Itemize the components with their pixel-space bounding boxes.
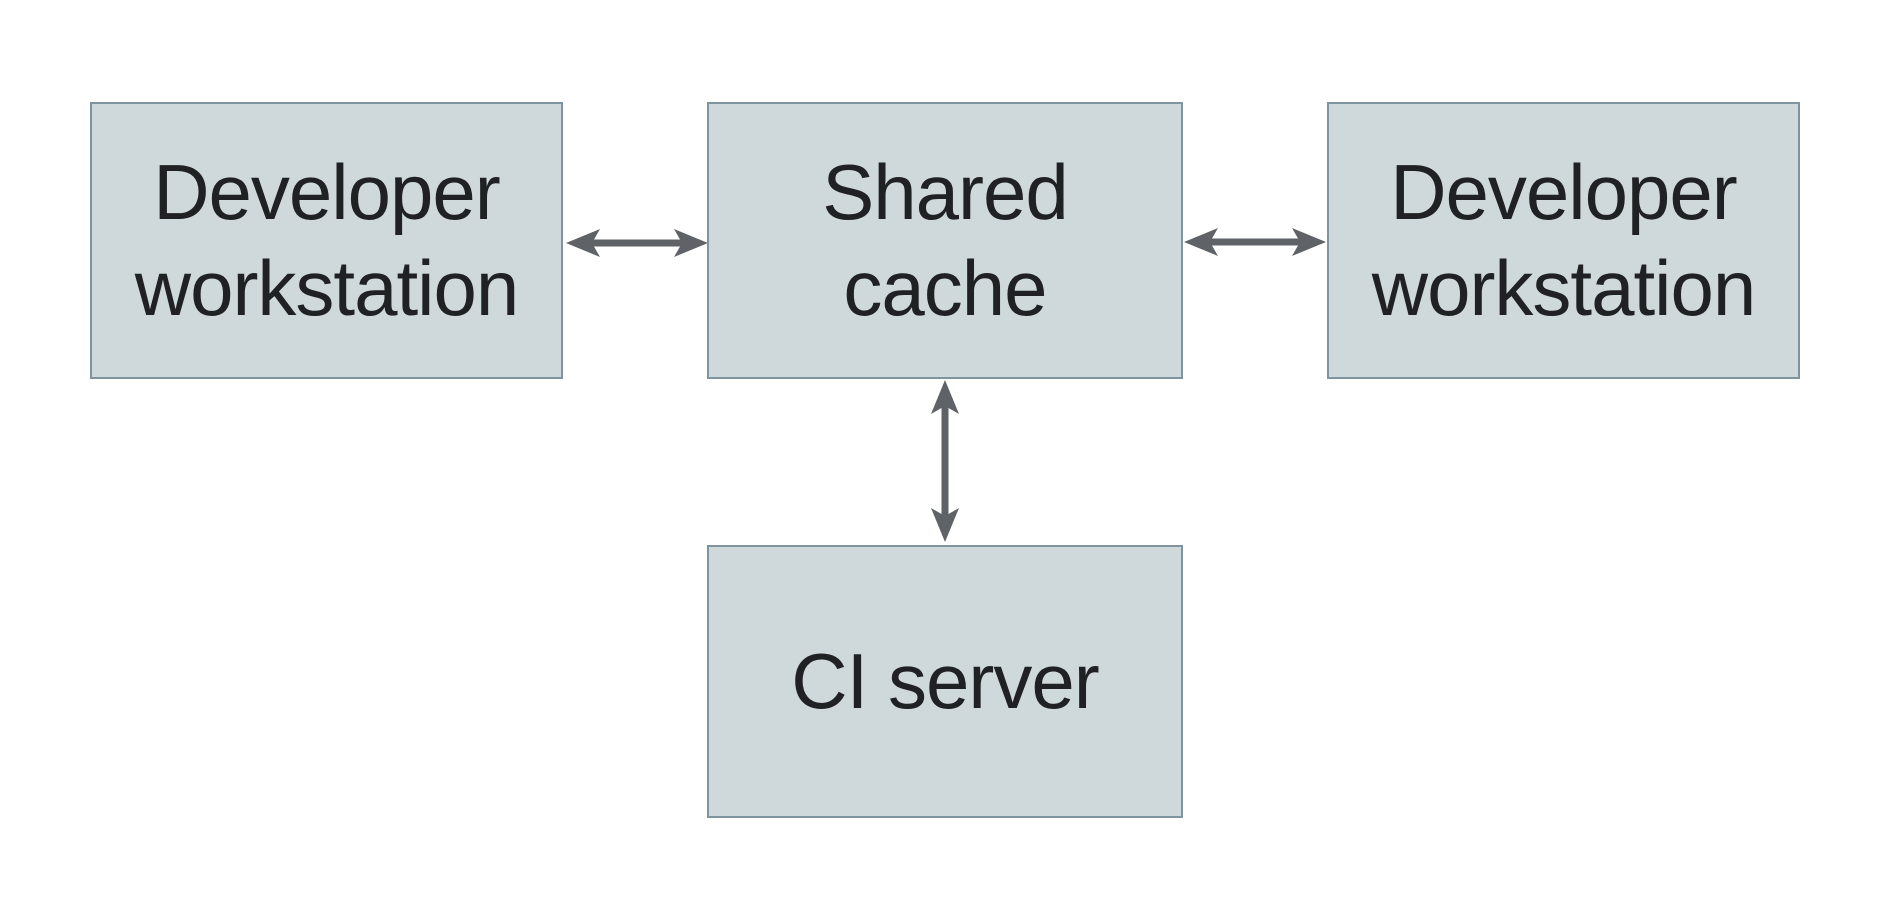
arrow-cache-devright — [1184, 228, 1326, 256]
node-label-line: Shared — [822, 148, 1069, 237]
node-label-line: Developer — [153, 148, 501, 237]
arrow-devleft-cache — [566, 229, 708, 257]
node-shared-cache: Shared cache — [707, 102, 1183, 379]
node-label-line: Developer — [1390, 148, 1738, 237]
node-label-line: CI server — [791, 636, 1099, 725]
node-label-line: workstation — [1371, 243, 1756, 332]
node-label-line: workstation — [134, 243, 519, 332]
node-developer-workstation-left: Developer workstation — [90, 102, 563, 379]
node-label-line: cache — [843, 243, 1047, 332]
node-developer-workstation-right: Developer workstation — [1327, 102, 1800, 379]
node-ci-server: CI server — [707, 545, 1183, 818]
arrow-cache-ciserver — [931, 380, 959, 542]
